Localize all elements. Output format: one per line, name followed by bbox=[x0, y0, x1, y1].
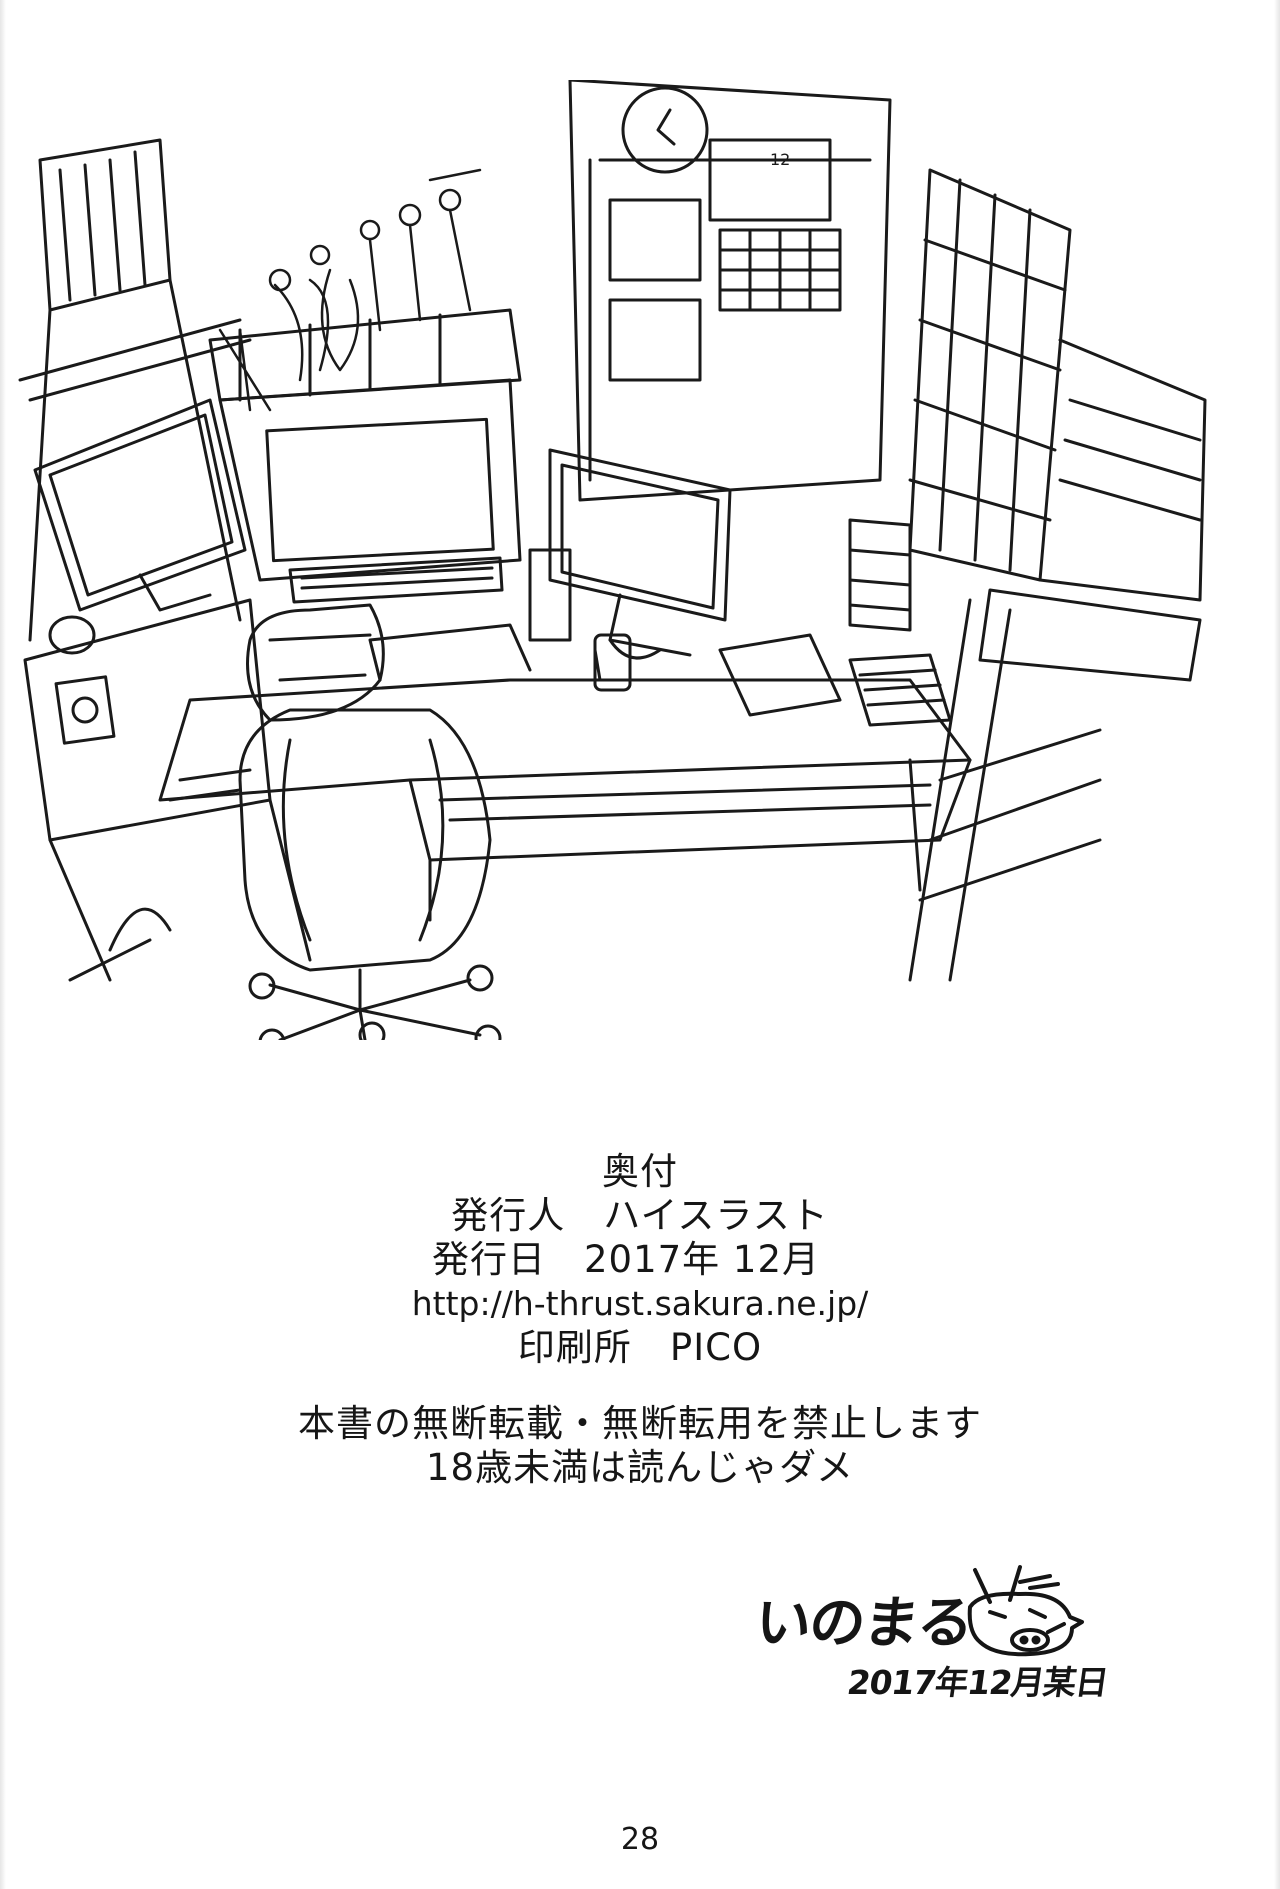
left-shelf-drawing bbox=[18, 138, 312, 982]
page-edge-right bbox=[1274, 0, 1280, 1889]
colophon: 奥付 発行人 ハイスラスト 発行日 2017年 12月 http://h-thr… bbox=[0, 1150, 1280, 1490]
office-chair-drawing bbox=[168, 603, 502, 1040]
colophon-printer: 印刷所 PICO bbox=[517, 1326, 763, 1369]
right-window-drawing bbox=[908, 168, 1207, 982]
artist-signature: いのまる 2017年12月某日 bbox=[748, 1560, 1110, 1710]
left-monitor-drawing bbox=[33, 398, 247, 655]
signature-date: 2017年12月某日 bbox=[844, 1663, 1111, 1702]
colophon-url: http://h-thrust.sakura.ne.jp/ bbox=[411, 1284, 869, 1323]
colophon-heading: 奥付 bbox=[602, 1150, 678, 1193]
colophon-gap bbox=[0, 1370, 1280, 1402]
page-number: 28 bbox=[620, 1822, 660, 1857]
workspace-illustration: 12 bbox=[18, 80, 1207, 1040]
boar-mascot-icon bbox=[967, 1565, 1084, 1657]
figurines-drawing bbox=[218, 168, 482, 412]
page-edge-left bbox=[0, 0, 6, 1889]
colophon-notice-age: 18歳未満は読んじゃダメ bbox=[426, 1446, 854, 1489]
right-monitor-drawing bbox=[548, 448, 912, 657]
center-monitor-drawing bbox=[208, 308, 522, 604]
signature-name: いのまる bbox=[752, 1591, 975, 1656]
colophon-notice-reprint: 本書の無断転載・無断転用を禁止します bbox=[298, 1402, 982, 1445]
wall-board-drawing: 12 bbox=[568, 80, 892, 502]
colophon-date: 発行日 2017年 12月 bbox=[431, 1238, 820, 1281]
desk-drawing bbox=[158, 548, 972, 922]
colophon-publisher: 発行人 ハイスラスト bbox=[451, 1194, 829, 1237]
